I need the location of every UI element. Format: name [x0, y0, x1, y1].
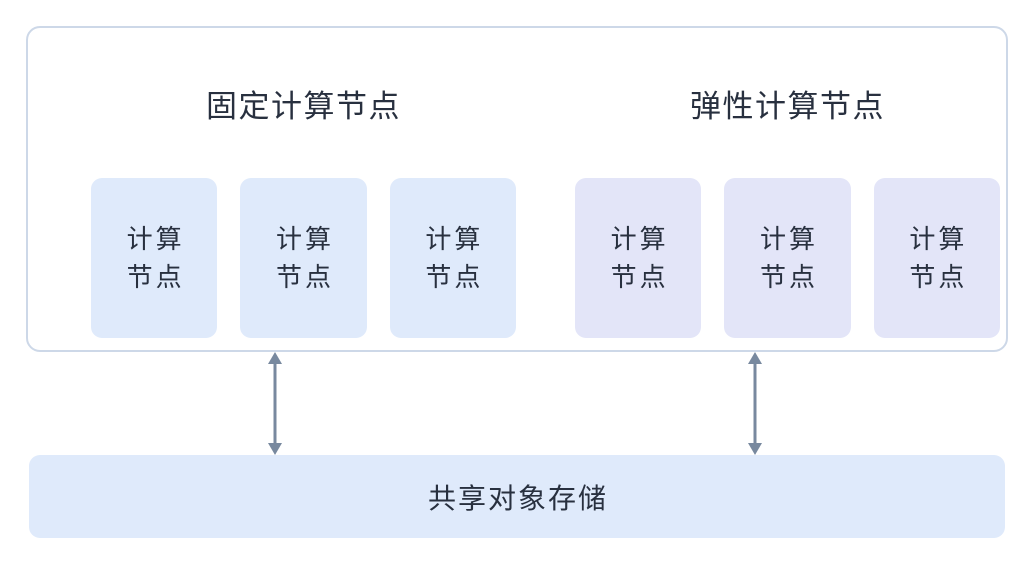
compute-node-card[interactable]: 计算 节点: [575, 178, 702, 338]
compute-node-label-line1: 计算: [909, 224, 968, 254]
compute-node-label-line2: 节点: [759, 262, 818, 292]
connector-fixed-to-storage: [263, 352, 287, 455]
elastic-compute-group-title: 弹性计算节点: [690, 89, 885, 124]
compute-node-label-line2: 节点: [425, 262, 484, 292]
compute-node-card[interactable]: 计算 节点: [240, 178, 367, 338]
shared-object-storage-bar[interactable]: 共享对象存储: [29, 455, 1005, 538]
elastic-compute-node-row: 计算 节点 计算 节点 计算 节点: [575, 178, 1000, 338]
compute-node-label-line2: 节点: [126, 262, 185, 292]
shared-object-storage-label: 共享对象存储: [427, 482, 608, 514]
compute-node-label-line2: 节点: [275, 262, 334, 292]
connector-elastic-to-storage: [743, 352, 767, 455]
fixed-compute-node-row: 计算 节点 计算 节点 计算 节点: [91, 178, 516, 338]
compute-node-card[interactable]: 计算 节点: [389, 178, 516, 338]
compute-node-label-line1: 计算: [610, 224, 669, 254]
compute-node-label-line2: 节点: [610, 262, 669, 292]
compute-node-card[interactable]: 计算 节点: [873, 178, 1000, 338]
compute-node-label-line1: 计算: [275, 224, 334, 254]
fixed-compute-group-title: 固定计算节点: [206, 89, 401, 124]
double-arrow-vertical-icon: [748, 352, 762, 455]
compute-node-label-line2: 节点: [909, 262, 968, 292]
compute-layer-container: 固定计算节点 弹性计算节点 计算 节点 计算 节点 计算 节点 计算 节点 计算: [26, 26, 1008, 352]
compute-node-label-line1: 计算: [126, 224, 185, 254]
compute-node-card[interactable]: 计算 节点: [91, 178, 218, 338]
compute-node-card[interactable]: 计算 节点: [724, 178, 851, 338]
compute-node-label-line1: 计算: [759, 224, 818, 254]
double-arrow-vertical-icon: [268, 352, 282, 455]
compute-node-label-line1: 计算: [425, 224, 484, 254]
